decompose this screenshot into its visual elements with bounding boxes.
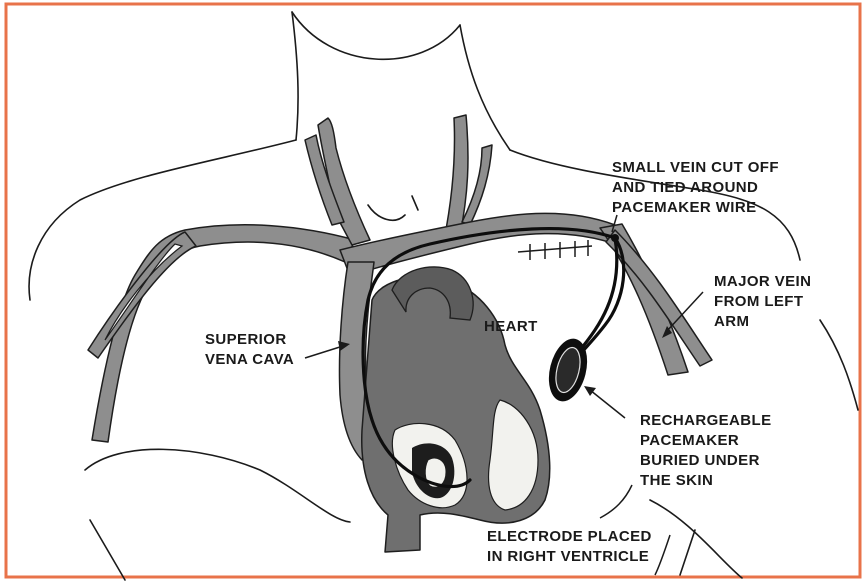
label-electrode-line-2: IN RIGHT VENTRICLE	[487, 548, 649, 565]
label-electrode-line-1: ELECTRODE PLACED	[487, 528, 652, 545]
leader-electrode	[600, 485, 632, 518]
label-superior-vena-cava: SUPERIOR VENA CAVA	[205, 331, 294, 368]
lower-right-line	[680, 530, 695, 575]
label-svc-line-1: SUPERIOR	[205, 331, 287, 348]
suprasternal-notch	[368, 205, 405, 220]
neck-left	[292, 12, 298, 140]
label-small-vein-line-3: PACEMAKER WIRE	[612, 199, 757, 216]
label-pacemaker-line-2: PACEMAKER	[640, 432, 739, 449]
label-major-vein-line-2: FROM LEFT	[714, 293, 803, 310]
label-heart-line-1: HEART	[484, 318, 538, 335]
leader-pacemaker	[590, 390, 625, 418]
label-pacemaker-line-4: THE SKIN	[640, 472, 713, 489]
neck-curve	[292, 12, 460, 59]
label-pacemaker-line-3: BURIED UNDER	[640, 452, 760, 469]
label-small-vein-line-1: SMALL VEIN CUT OFF	[612, 159, 779, 176]
label-small-vein: SMALL VEIN CUT OFF AND TIED AROUND PACEM…	[612, 159, 784, 216]
label-major-vein-line-3: ARM	[714, 313, 749, 330]
left-arm-branch	[88, 232, 196, 358]
wire-tie-point	[611, 234, 619, 242]
incision-stitches	[518, 240, 592, 260]
chest-right	[650, 500, 742, 578]
label-heart: HEART	[484, 318, 538, 335]
collar-tick	[412, 196, 418, 210]
heart-organ	[362, 267, 550, 552]
label-major-vein-line-1: MAJOR VEIN	[714, 273, 811, 290]
leader-electrode-low	[655, 535, 670, 575]
label-major-vein: MAJOR VEIN FROM LEFT ARM	[714, 273, 816, 330]
label-svc-line-2: VENA CAVA	[205, 351, 294, 368]
label-pacemaker-line-1: RECHARGEABLE	[640, 412, 771, 429]
leader-svc	[305, 346, 343, 358]
shoulder-left	[29, 140, 296, 300]
label-pacemaker: RECHARGEABLE PACEMAKER BURIED UNDER THE …	[640, 412, 776, 489]
lower-left-line	[90, 520, 125, 580]
label-small-vein-line-2: AND TIED AROUND	[612, 179, 758, 196]
left-brachiocephalic	[340, 213, 618, 276]
chest-left	[85, 449, 350, 522]
arm-right	[820, 320, 858, 410]
label-electrode: ELECTRODE PLACED IN RIGHT VENTRICLE	[487, 528, 656, 565]
